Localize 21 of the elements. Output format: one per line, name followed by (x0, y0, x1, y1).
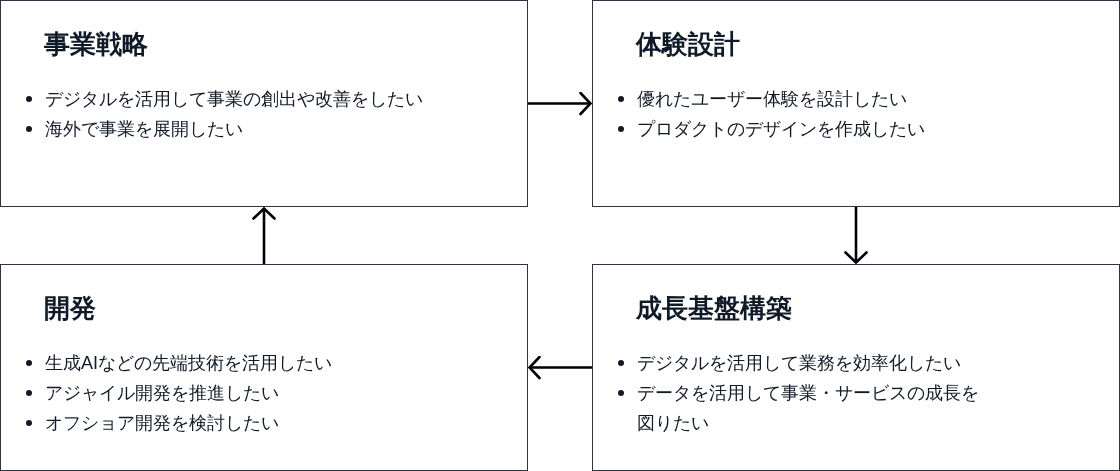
heading: 体験設計 (636, 28, 740, 61)
process-box (0, 264, 528, 471)
heading: 事業戦略 (44, 28, 148, 61)
arrow (528, 355, 592, 380)
list-item-text: 海外で事業を展開したい (45, 118, 243, 141)
heading: 開発 (44, 292, 96, 325)
arrow (844, 207, 868, 264)
process-box (592, 264, 1120, 471)
list-item-text: デジタルを活用して事業の創出や改善をしたい (45, 88, 423, 111)
process-box (0, 0, 528, 207)
list-item-text: デジタルを活用して業務を効率化したい (637, 352, 961, 375)
process-box (592, 0, 1120, 207)
list-item-text: プロダクトのデザインを作成したい (637, 118, 925, 141)
arrow (252, 207, 276, 264)
list-item-text: データを活用して事業・サービスの成長を図りたい (637, 382, 980, 435)
arrow (528, 91, 592, 116)
list-item-text: アジャイル開発を推進したい (45, 382, 279, 405)
list-item-text: オフショア開発を検討したい (45, 412, 279, 435)
list-item-text: 生成AIなどの先端技術を活用したい (45, 352, 332, 375)
list-item-text: 優れたユーザー体験を設計したい (637, 88, 907, 111)
heading: 成長基盤構築 (636, 292, 792, 325)
